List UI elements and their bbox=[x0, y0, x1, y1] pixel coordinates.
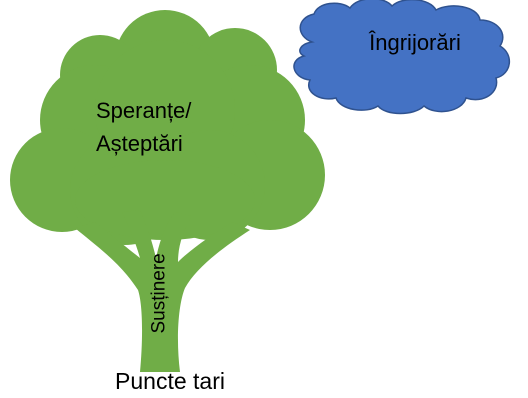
tree-trunk bbox=[75, 210, 250, 372]
tree-canopy bbox=[10, 10, 325, 245]
hopes-expectations-label: Speranțe/ Așteptări bbox=[96, 94, 236, 160]
hopes-label-line-2: Așteptări bbox=[96, 131, 183, 156]
strengths-label: Puncte tari bbox=[115, 368, 225, 394]
worries-cloud bbox=[293, 0, 510, 115]
hopes-label-line-1: Speranțe/ bbox=[96, 98, 192, 123]
worries-label: Îngrijorări bbox=[369, 30, 461, 55]
tree-shape bbox=[10, 10, 325, 372]
support-label: Susținere bbox=[148, 253, 170, 334]
